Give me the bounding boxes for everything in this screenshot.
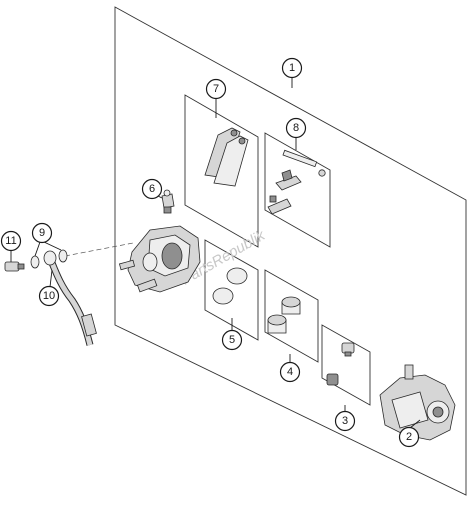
svg-text:9: 9 (39, 227, 45, 239)
callout-6: 6 (141, 178, 163, 200)
pin-kit (267, 149, 326, 215)
callout-3: 3 (334, 410, 356, 432)
callout-8: 8 (285, 117, 307, 139)
svg-text:5: 5 (229, 334, 235, 346)
bleeder-panel (321, 324, 371, 406)
piston-seals (212, 267, 248, 305)
pistons (267, 296, 301, 334)
svg-text:11: 11 (5, 235, 16, 247)
svg-text:7: 7 (213, 83, 219, 95)
svg-text:3: 3 (342, 415, 348, 427)
leader-2 (409, 419, 421, 429)
leader-9 (34, 241, 41, 257)
callout-7: 7 (205, 78, 227, 100)
seal-kit-panel (204, 239, 259, 341)
svg-text:10: 10 (43, 290, 55, 302)
banjo-washers (30, 249, 68, 269)
callout-10: 10 (38, 285, 60, 307)
caliper-housing (118, 225, 201, 293)
svg-text:6: 6 (149, 183, 155, 195)
piston-panel (264, 269, 319, 363)
bleeder-screw (161, 189, 175, 214)
callout-11: 11 (0, 230, 22, 252)
brake-line-axis (64, 242, 134, 257)
bleeder-parts (326, 342, 355, 386)
svg-text:1: 1 (289, 62, 295, 74)
brake-hose (43, 250, 97, 346)
callout-5: 5 (221, 329, 243, 351)
callout-2: 2 (398, 426, 420, 448)
callout-9: 9 (31, 222, 53, 244)
callout-1: 1 (281, 57, 303, 79)
svg-text:2: 2 (406, 431, 412, 443)
leader-9b (43, 241, 62, 251)
banjo-bolt (4, 261, 25, 272)
svg-text:4: 4 (287, 366, 293, 378)
leader-10 (49, 269, 53, 288)
callout-4: 4 (279, 361, 301, 383)
svg-text:8: 8 (293, 122, 299, 134)
brake-pads (204, 127, 249, 187)
caliper-bracket (379, 364, 456, 441)
